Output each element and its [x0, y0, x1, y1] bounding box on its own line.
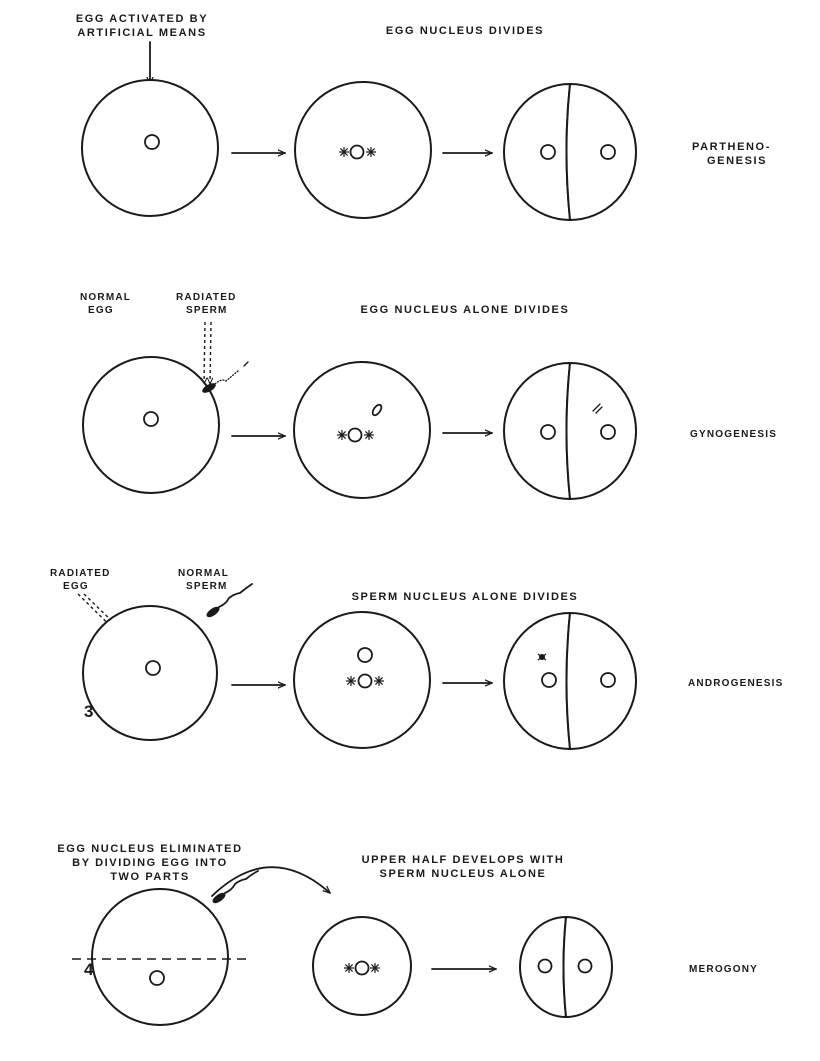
row-4-left-label-line-3: TWO PARTS	[110, 871, 190, 883]
aster-right	[370, 963, 380, 973]
aster-left	[346, 676, 356, 686]
aster-left	[339, 147, 349, 157]
normal-egg-label-line-2: EGG	[88, 305, 114, 316]
row-4-left-label-line-1: EGG NUCLEUS ELIMINATED	[57, 843, 242, 855]
normal-sperm-label-line-1: NORMAL	[178, 568, 229, 579]
row-4-center-label-line-2: SPERM NUCLEUS ALONE	[380, 868, 547, 880]
blastomere-left	[504, 363, 570, 499]
aster-right	[366, 147, 376, 157]
daughter-nucleus	[539, 960, 552, 973]
pointer-arrow	[210, 322, 211, 384]
row-4-left-label-line-2: BY DIVIDING EGG INTO	[72, 857, 228, 869]
normal-sperm-label-line-2: SPERM	[186, 581, 228, 592]
radiated-egg-label-line-1: RADIATED	[50, 568, 111, 579]
sperm-tail	[215, 371, 238, 384]
blastomere-left	[504, 84, 570, 220]
row-1-egg-label-line-1: EGG ACTIVATED BY	[76, 13, 208, 25]
aster-right	[374, 676, 384, 686]
radiated-sperm-label-line-2: SPERM	[186, 305, 228, 316]
row-3: 3 RADIATED EGG NORMAL SPERM SPERM NUCLEU…	[50, 568, 784, 749]
row-3-center-label: SPERM NUCLEUS ALONE DIVIDES	[352, 591, 579, 603]
transfer-arrow	[212, 867, 330, 896]
daughter-nucleus	[601, 673, 615, 687]
sperm-tail	[244, 362, 248, 366]
row-2-center-label: EGG NUCLEUS ALONE DIVIDES	[361, 304, 570, 316]
pointer-arrow	[204, 322, 205, 384]
egg-nucleus	[150, 971, 164, 985]
egg-cell	[92, 889, 228, 1025]
row-4-center-label-line-1: UPPER HALF DEVELOPS WITH	[362, 854, 565, 866]
daughter-nucleus	[579, 960, 592, 973]
daughter-nucleus	[601, 145, 615, 159]
result-label: MEROGONY	[689, 964, 758, 975]
result-label-line-2: GENESIS	[707, 155, 767, 167]
egg-nucleus	[145, 135, 159, 149]
egg-nucleus	[144, 412, 158, 426]
result-label: GYNOGENESIS	[690, 429, 777, 440]
daughter-nucleus	[542, 673, 556, 687]
daughter-nucleus	[541, 425, 555, 439]
daughter-nucleus	[601, 425, 615, 439]
inactive-egg-nucleus	[358, 648, 372, 662]
result-label-line-1: PARTHENO-	[692, 141, 771, 153]
aster-right	[364, 430, 374, 440]
inactive-egg-nucleus	[538, 654, 546, 660]
radiated-sperm-label-line-1: RADIATED	[176, 292, 237, 303]
egg-nucleus	[146, 661, 160, 675]
row-1-center-label: EGG NUCLEUS DIVIDES	[386, 25, 544, 37]
dividing-sperm-nucleus	[356, 962, 369, 975]
dividing-nucleus	[349, 429, 362, 442]
row-1-egg-label-line-2: ARTIFICIAL MEANS	[77, 27, 206, 39]
dividing-nucleus	[351, 146, 364, 159]
dividing-egg-cell	[294, 362, 430, 498]
aster-left	[344, 963, 354, 973]
row-2: 2 NORMAL EGG RADIATED SPERM EGG NUCLEUS …	[80, 292, 777, 499]
radiated-egg-label-line-2: EGG	[63, 581, 89, 592]
sperm-head	[206, 606, 221, 619]
normal-egg-label-line-1: NORMAL	[80, 292, 131, 303]
dividing-nucleus	[359, 675, 372, 688]
aster-left	[337, 430, 347, 440]
row-1: 1 EGG ACTIVATED BY ARTIFICIAL MEANS EGG …	[76, 13, 771, 220]
daughter-nucleus	[541, 145, 555, 159]
blastomere-left	[504, 613, 570, 749]
row-4: 4 EGG NUCLEUS ELIMINATED BY DIVIDING EGG…	[57, 843, 758, 1025]
result-label: ANDROGENESIS	[688, 678, 784, 689]
